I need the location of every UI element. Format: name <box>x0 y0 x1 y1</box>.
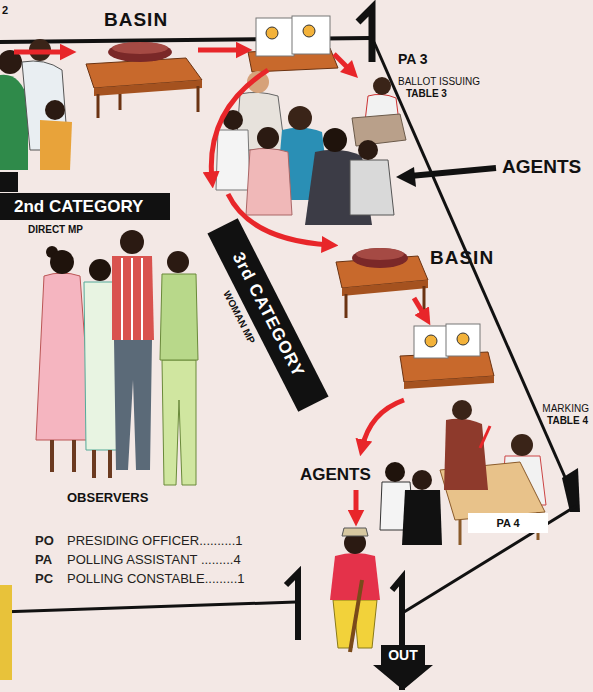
person-body <box>350 160 394 215</box>
basin <box>352 248 408 268</box>
person-body <box>0 585 12 680</box>
table <box>94 80 202 96</box>
category-caption: DIRECT MP <box>28 224 83 235</box>
constable-shirt <box>330 553 380 600</box>
person-head <box>511 434 533 456</box>
key-code: PC <box>35 572 53 587</box>
table <box>352 114 406 146</box>
emblem <box>303 25 315 37</box>
door-marker <box>286 573 298 640</box>
table <box>342 280 428 296</box>
person-body <box>444 419 488 490</box>
person-head <box>323 128 347 152</box>
door-marker <box>358 8 372 62</box>
person-head <box>45 100 65 120</box>
staff-label: PA 3 <box>398 51 428 67</box>
person-head <box>257 127 279 149</box>
flow-arrow <box>14 50 68 55</box>
exit-arrow: OUT <box>373 645 433 690</box>
pointer-arrow <box>396 167 416 187</box>
table-leg <box>98 86 198 118</box>
basin <box>356 248 404 260</box>
flow-arrow <box>354 490 359 518</box>
flow-arrow <box>211 70 268 180</box>
category-band: 2nd CATEGORYDIRECT MP <box>0 193 170 220</box>
person-trousers <box>114 340 152 470</box>
key-text: POLLING ASSISTANT .........4 <box>67 553 241 568</box>
person-body <box>40 120 72 170</box>
flow-arrow <box>334 54 352 72</box>
person-head <box>412 470 432 490</box>
person-legs <box>52 440 74 472</box>
door-marker <box>562 468 580 512</box>
person-head <box>120 230 144 254</box>
person-head <box>89 259 111 281</box>
agents-label: AGENTS <box>300 465 371 485</box>
person-body <box>0 75 28 170</box>
person-head <box>373 77 391 95</box>
ballot-box <box>256 18 294 56</box>
wall <box>0 602 296 612</box>
table-leg <box>346 286 424 318</box>
ballot-box <box>446 324 480 356</box>
table-label: BALLOT ISSUING <box>398 76 480 88</box>
person-trousers <box>162 360 196 485</box>
door-marker <box>0 172 18 192</box>
key-code: PA <box>35 553 52 568</box>
person-body <box>112 256 154 340</box>
person-body <box>160 274 198 360</box>
category-title: 2nd CATEGORY <box>14 193 143 220</box>
person-head <box>358 140 378 160</box>
constable-cap <box>342 528 368 536</box>
pointer-arrow <box>410 168 496 176</box>
basin <box>108 42 172 62</box>
person-body <box>402 490 442 545</box>
person-head <box>288 106 312 130</box>
key-code: PO <box>35 534 54 549</box>
person-head <box>452 400 472 420</box>
pen <box>480 426 490 448</box>
table <box>404 376 494 389</box>
person-body <box>216 130 250 190</box>
exit-text: OUT <box>388 645 418 664</box>
person-body <box>246 148 292 215</box>
person-legs <box>94 450 110 478</box>
flow-arrow <box>414 298 426 318</box>
key-text: PRESIDING OFFICER..........1 <box>67 534 243 549</box>
emblem <box>425 335 437 347</box>
ballot-box <box>292 16 330 54</box>
flow-arrow <box>362 400 404 448</box>
emblem <box>266 27 278 39</box>
flow-arrow <box>198 48 244 53</box>
ballot-box <box>414 326 448 358</box>
table-tag: PA 4 <box>468 513 548 533</box>
person-head <box>50 250 74 274</box>
table-label: TABLE 3 <box>406 88 447 100</box>
emblem <box>457 333 469 345</box>
person-head <box>167 251 189 273</box>
table-label: MARKING <box>542 403 589 415</box>
page-number: 2 <box>2 4 8 17</box>
person-head <box>385 462 405 482</box>
key-text: POLLING CONSTABLE.........1 <box>67 572 244 587</box>
person-body <box>36 273 92 440</box>
exit-arrow-shape <box>373 645 433 690</box>
shirt-stripes <box>122 258 142 340</box>
table-label: TABLE 4 <box>547 415 588 427</box>
agents-label: AGENTS <box>502 156 581 178</box>
basin <box>112 42 168 54</box>
category-band: 3rd CATEGORYWOMAN MP <box>207 218 328 412</box>
table-tag-text: PA 4 <box>496 513 519 533</box>
station-label: BASIN <box>430 247 494 269</box>
station-label: BASIN <box>104 9 168 31</box>
baton <box>350 580 362 652</box>
group-label: OBSERVERS <box>67 491 148 506</box>
